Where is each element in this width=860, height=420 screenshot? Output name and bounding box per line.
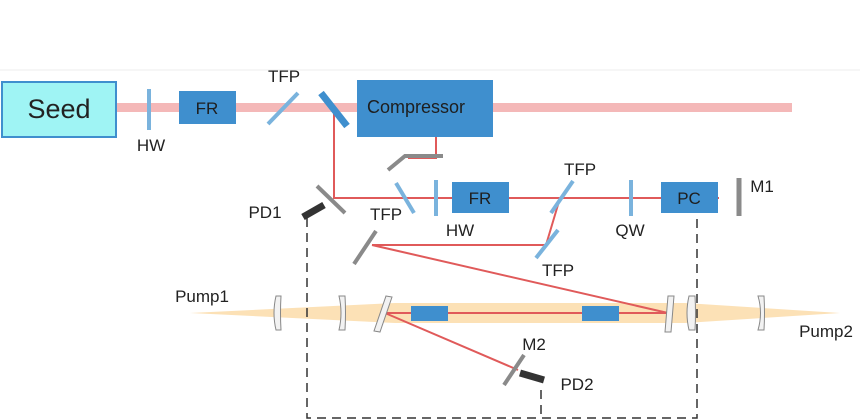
pump1-label: Pump1	[175, 287, 229, 306]
mirror-m2	[502, 353, 526, 387]
seed-label: Seed	[27, 94, 90, 124]
faraday-rotator-top	[179, 91, 236, 124]
tfp-left-mirror	[352, 229, 378, 266]
beam-paths	[333, 108, 719, 371]
tfp-right-upper	[549, 179, 575, 215]
compressor-box	[357, 80, 493, 137]
fr-mid-label: FR	[469, 189, 492, 208]
tfp-middle-left	[394, 181, 416, 215]
tfp-top-label: TFP	[268, 67, 300, 86]
compressor-loop-mirror	[386, 154, 443, 172]
compressor-label: Compressor	[367, 97, 465, 117]
thin-film-polarizer-top	[266, 91, 300, 126]
tfp-right-lower-label: TFP	[542, 261, 574, 280]
tfp-right-lower	[534, 228, 560, 260]
pd2-label: PD2	[560, 375, 593, 394]
pockels-cell	[661, 182, 718, 213]
tfp-left-label: TFP	[370, 205, 402, 224]
pump1-lens-inner	[338, 295, 346, 331]
compressor-mirror	[318, 90, 350, 129]
beam-to-m2	[384, 312, 519, 371]
pump1-beam	[190, 303, 395, 323]
pd1-label: PD1	[248, 203, 281, 222]
fr-top-label: FR	[196, 99, 219, 118]
tfp-right-upper-label: TFP	[564, 160, 596, 179]
m1-label: M1	[750, 177, 774, 196]
hw-mid-label: HW	[446, 221, 474, 240]
gain-crystal-2	[582, 306, 619, 321]
detector-wiring	[306, 212, 698, 419]
qw-label: QW	[615, 221, 644, 240]
beam-compressor-return	[333, 108, 719, 199]
pd1-detector	[301, 201, 326, 221]
dichroic-mirror-left	[373, 295, 393, 333]
pump-lenses	[273, 295, 765, 331]
seed-box	[1, 81, 117, 138]
pd1-pickoff-mirror	[315, 184, 347, 215]
pd2-detector	[519, 369, 545, 384]
faraday-rotator-mid	[452, 182, 509, 213]
m2-label: M2	[522, 335, 546, 354]
hw-top-label: HW	[137, 136, 165, 155]
gain-crystal-1	[411, 306, 448, 321]
pc-label: PC	[677, 189, 701, 208]
pump2-lens-outer	[757, 295, 765, 331]
pump2-label: Pump2	[799, 322, 853, 341]
pump1-lens-outer	[273, 295, 282, 331]
pd1-wire	[306, 212, 698, 419]
dichroic-mirror-right	[664, 295, 675, 333]
pump2-lens-inner	[686, 295, 696, 331]
beam-long-diagonal	[371, 244, 669, 314]
